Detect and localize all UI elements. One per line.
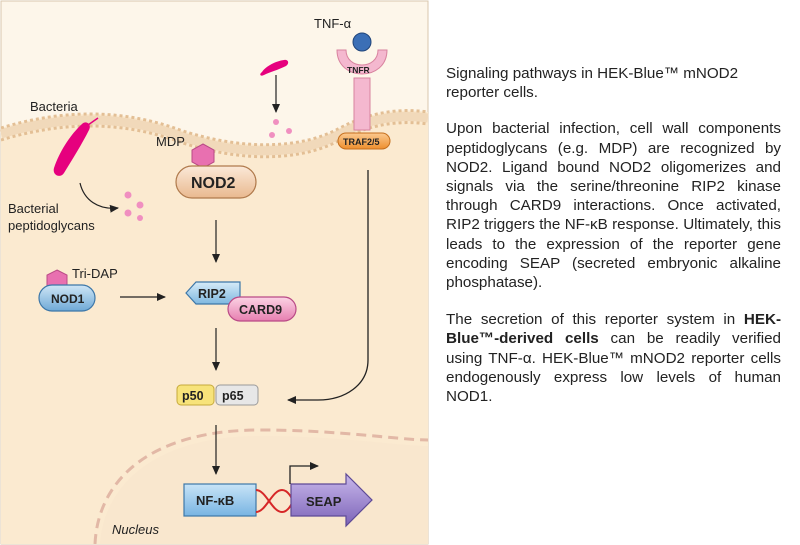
p65-box [215, 384, 259, 406]
membrane-band [0, 112, 429, 156]
nod2-label: NOD2 [191, 175, 236, 192]
pg-dot-icon [286, 128, 292, 134]
pg-dot-icon [273, 119, 279, 125]
traf-box [337, 132, 391, 150]
tnfr-receptor-cup-icon [336, 49, 388, 75]
bacterium-top-icon [260, 59, 289, 76]
bacterial-pg-label-1: Bacterial [8, 201, 59, 216]
pg-dot-icon [269, 132, 275, 138]
nfkb-box [183, 483, 257, 517]
p65-label: p65 [222, 389, 244, 403]
rip2-label: RIP2 [198, 287, 226, 301]
nod2-box [175, 165, 257, 199]
caption-paragraph-2: The secretion of this reporter system in… [446, 310, 781, 406]
bacteria-release-arrow [79, 182, 119, 213]
pg-dot-icon [137, 215, 143, 221]
nod1-box [38, 284, 96, 312]
nfkb-label: NF-κB [196, 493, 234, 508]
tnfr-label: TNFR [347, 65, 370, 75]
mdp-label: MDP [156, 134, 185, 149]
pg-dot-icon [136, 201, 144, 209]
figure-caption: Signaling pathways in HEK-Blue™ mNOD2 re… [446, 64, 781, 424]
membrane-inner [0, 121, 429, 159]
nod1-label: NOD1 [51, 292, 85, 306]
p50-label: p50 [182, 389, 204, 403]
bacterium-left-icon [53, 122, 90, 176]
caption-title: Signaling pathways in HEK-Blue™ mNOD2 re… [446, 65, 739, 102]
bacteria-label: Bacteria [30, 99, 78, 114]
membrane-outer [0, 109, 429, 147]
transcription-start-arrow [289, 462, 319, 484]
caption-paragraph-2-end: can be readily verified using TNF-α. HEK… [446, 330, 781, 406]
seap-gene-arrow [290, 472, 373, 528]
tnf-label: TNF-α [314, 16, 352, 31]
seap-label: SEAP [306, 494, 342, 509]
cytoplasm [1, 110, 428, 544]
traf-to-p65-arrow [287, 170, 369, 404]
rip2-box [185, 281, 241, 305]
bacterium-flagellum-icon [87, 117, 99, 126]
nucleus-label: Nucleus [112, 522, 159, 537]
card9-label: CARD9 [239, 303, 282, 317]
traf-label: TRAF2/5 [343, 137, 380, 147]
p50-box [176, 384, 215, 406]
pg-dot-icon [124, 209, 132, 217]
caption-paragraph-2-start: The secretion of this reporter system in [446, 311, 744, 329]
tnf-ligand-icon [352, 32, 372, 52]
tridap-label: Tri-DAP [72, 266, 118, 281]
bacterial-pg-label-2: peptidoglycans [8, 218, 95, 233]
caption-paragraph-1: Upon bacterial infection, cell wall comp… [446, 120, 781, 292]
card9-box [227, 296, 297, 322]
pg-dot-icon [124, 191, 132, 199]
nucleus-envelope [93, 428, 429, 545]
pathway-diagram: Nucleus TNF-α TNFR TRAF2/5 Bacteria Bact… [0, 0, 429, 545]
tnfr-stem-icon [353, 77, 371, 131]
caption-bold-text: HEK-Blue™-derived cells [446, 311, 781, 348]
